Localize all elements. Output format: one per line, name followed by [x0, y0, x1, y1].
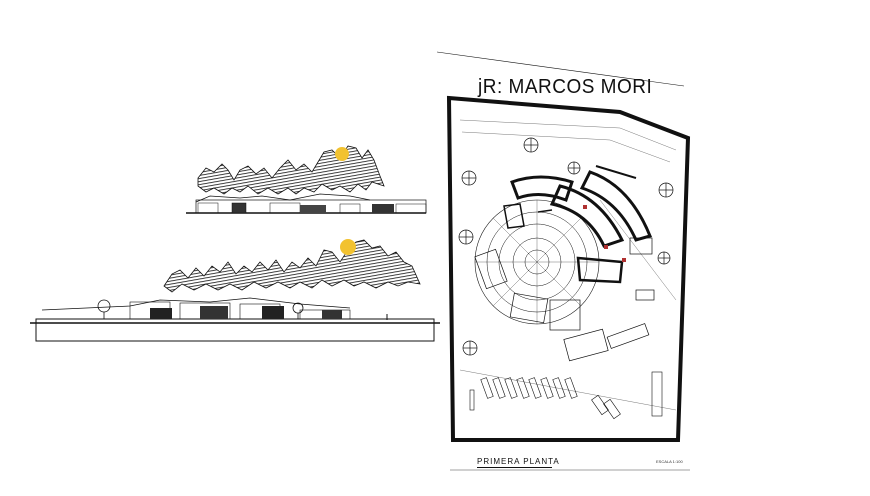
hill-silhouette-upper — [197, 145, 385, 195]
wall-accents — [583, 205, 626, 262]
drawing-title: jR: MARCOS MORI — [478, 76, 653, 99]
sun-icon — [340, 239, 356, 255]
tree-icon — [567, 161, 581, 175]
caption-underline — [477, 467, 552, 468]
curved-building-blocks — [503, 165, 653, 284]
elevation-upper — [186, 145, 427, 214]
tree-icon — [97, 299, 111, 319]
tree-icon — [657, 251, 671, 265]
hill-silhouette-lower — [163, 239, 421, 293]
site-plan — [436, 51, 691, 471]
circular-plaza — [474, 199, 600, 325]
tree-icon — [462, 340, 478, 356]
lower-wings — [474, 237, 655, 362]
tree-icon — [523, 137, 539, 153]
tree-icon — [458, 229, 474, 245]
site-perimeter-wall — [446, 95, 691, 442]
scale-note: ESCALA 1:100 — [656, 459, 683, 464]
tree-icon — [292, 302, 304, 319]
plan-caption: PRIMERA PLANTA — [477, 457, 560, 466]
sun-icon — [335, 147, 349, 161]
elevation-lower — [30, 239, 440, 342]
parking-rows — [469, 371, 663, 420]
tree-icon — [461, 170, 477, 186]
tree-icon — [658, 182, 674, 198]
